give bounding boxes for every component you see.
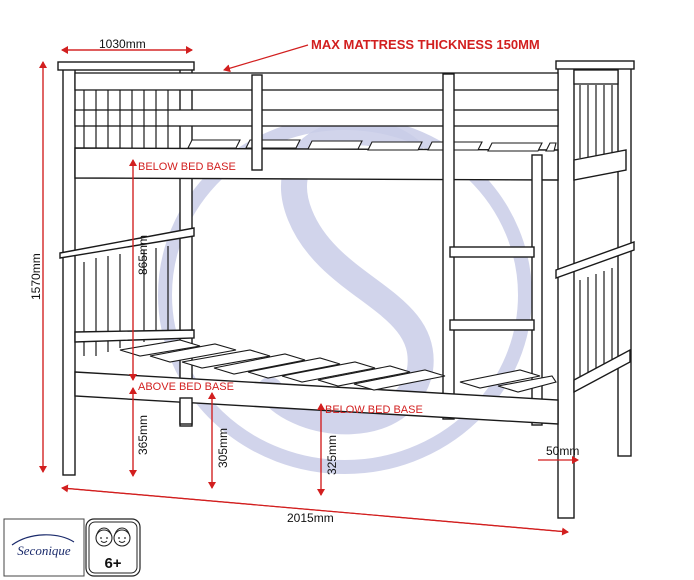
dim-length: 2015mm: [287, 511, 334, 525]
label-above-bed-base: ABOVE BED BASE: [138, 381, 234, 393]
title-label: MAX MATTRESS THICKNESS 150MM: [311, 37, 540, 52]
brand-logo-box: Seconique: [3, 518, 85, 577]
brand-logo-text: Seconique: [17, 543, 71, 558]
dim-end-clearance: 325mm: [325, 435, 339, 475]
dim-width: 1030mm: [99, 37, 146, 51]
label-below-bed-base-lower: BELOW BED BASE: [325, 404, 423, 416]
bunk-bed-frame: [57, 60, 635, 519]
dim-gap-top: 865mm: [136, 235, 150, 275]
age-badge: 6+: [85, 518, 141, 577]
dim-height: 1570mm: [29, 253, 43, 300]
dim-mid-clearance: 305mm: [216, 428, 230, 468]
age-label: 6+: [104, 555, 121, 572]
dim-leg: 50mm: [546, 444, 579, 458]
label-below-bed-base-upper: BELOW BED BASE: [138, 161, 236, 173]
dim-lower-base-height: 365mm: [136, 415, 150, 455]
dimension-annotations: [39, 44, 579, 536]
children-icon: [95, 527, 131, 547]
